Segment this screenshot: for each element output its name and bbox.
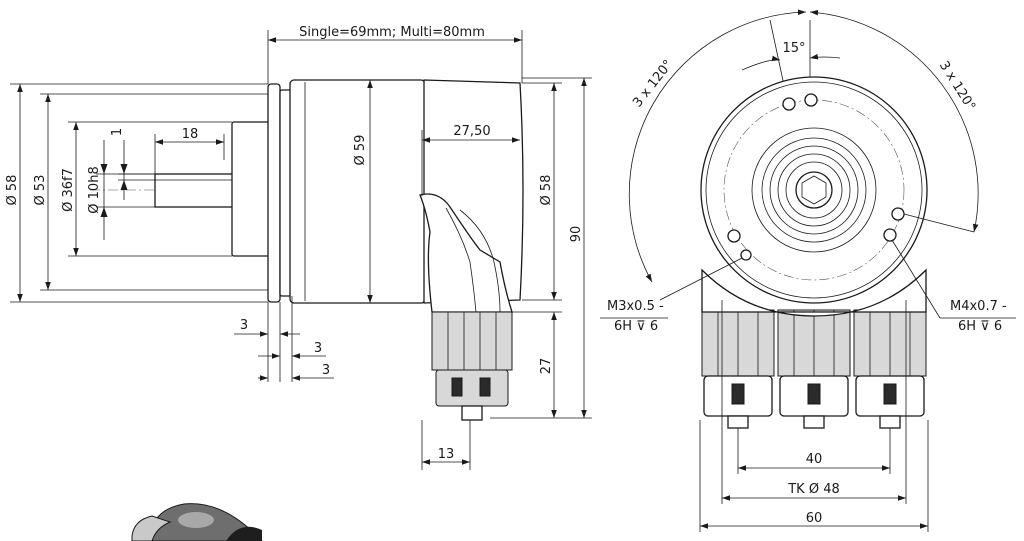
flange-spigot [231, 121, 271, 257]
cable-stub [461, 405, 483, 421]
dia36f7-label: Ø 36f7 [61, 168, 76, 212]
front-ring-1 [751, 127, 877, 253]
m3-line2: 6H ⊽ 6 [614, 319, 658, 334]
step-3a-label: 3 [240, 318, 248, 333]
clamping-flange [267, 83, 281, 303]
hole-right-lower [883, 228, 897, 242]
connector-elbow [419, 193, 513, 313]
connector-2-slot [807, 383, 821, 405]
flat-1-label: 1 [110, 128, 125, 136]
hole-top-right [804, 93, 818, 107]
preview-cable [226, 526, 262, 541]
w60-label: 60 [806, 511, 823, 526]
shaft18-label: 18 [182, 127, 199, 142]
connector-1-cable [727, 415, 749, 429]
m4-leader-right [903, 213, 975, 233]
hole-right [891, 207, 905, 221]
angle-right-label: 3 x 120° [936, 59, 978, 114]
encoder-3d-preview [131, 503, 263, 541]
dia53-label: Ø 53 [33, 175, 48, 206]
connector-base [701, 268, 927, 317]
dia59-label: Ø 59 [353, 135, 368, 166]
connector-nut [431, 311, 513, 371]
connector-3-slot [883, 383, 897, 405]
encoder-housing [289, 79, 426, 304]
m4-line2: 6H ⊽ 6 [958, 319, 1002, 334]
step-3b-label: 3 [314, 341, 322, 356]
m4-leader [891, 239, 941, 319]
preview-highlight [178, 512, 214, 528]
gland-slot-right [479, 377, 491, 397]
shaft [154, 173, 236, 208]
angle-arc-left [628, 9, 807, 283]
elbow-contour-2 [459, 209, 501, 313]
front-ring-3 [769, 145, 859, 235]
front-connectors [701, 309, 927, 429]
flat-arrow-top [120, 164, 128, 174]
dia10-arrow-bottom [100, 207, 108, 217]
h27-label: 27 [539, 358, 554, 375]
side-view: Single=69mm; Multi=80mm Ø 58 Ø 53 Ø 36f7… [5, 25, 592, 470]
front-shaft [795, 171, 833, 209]
m3-leader [659, 257, 743, 301]
hole-top-left [782, 97, 796, 111]
gland-slot-left [451, 377, 463, 397]
m4-line1: M4x0.7 - [950, 299, 1007, 314]
dia10-arrow-top [100, 164, 108, 174]
angle-arc-right [809, 9, 979, 233]
front-view: 3 x 120° 3 x 120° 15° [600, 9, 1016, 532]
dia10h8-label: Ø 10h8 [87, 166, 102, 213]
preview-flange [131, 515, 172, 541]
hole-left [727, 229, 741, 243]
elbow-contour [445, 207, 477, 313]
front-ring-5 [785, 161, 843, 219]
d40-label: 40 [806, 452, 823, 467]
connector-1-slot [731, 383, 745, 405]
length-label: Single=69mm; Multi=80mm [299, 25, 485, 40]
cable-gland [435, 369, 509, 407]
front-outer-circle-2 [705, 81, 923, 299]
angle-left-label: 3 x 120° [630, 57, 676, 110]
offset-label: 27,50 [453, 124, 490, 139]
w13-label: 13 [438, 447, 455, 462]
m3-line1: M3x0.5 - [607, 299, 664, 314]
step-3c-label: 3 [322, 363, 330, 378]
front-ring-2 [761, 137, 867, 243]
front-shaft-hex [801, 175, 827, 205]
connector-3-cable [879, 415, 901, 429]
h90-label: 90 [569, 226, 584, 243]
connector-2-cable [803, 415, 825, 429]
tk-label: TK Ø 48 [787, 482, 840, 497]
dia58-label: Ø 58 [5, 175, 20, 206]
hole-left-lower [740, 249, 752, 261]
angle15-arc-right [809, 53, 841, 60]
rear58-label: Ø 58 [539, 175, 554, 206]
flat-arrow-bottom [120, 180, 128, 190]
angle15-label: 15° [782, 41, 805, 56]
angle15-arc [741, 55, 781, 71]
front-ring-4 [777, 153, 851, 227]
